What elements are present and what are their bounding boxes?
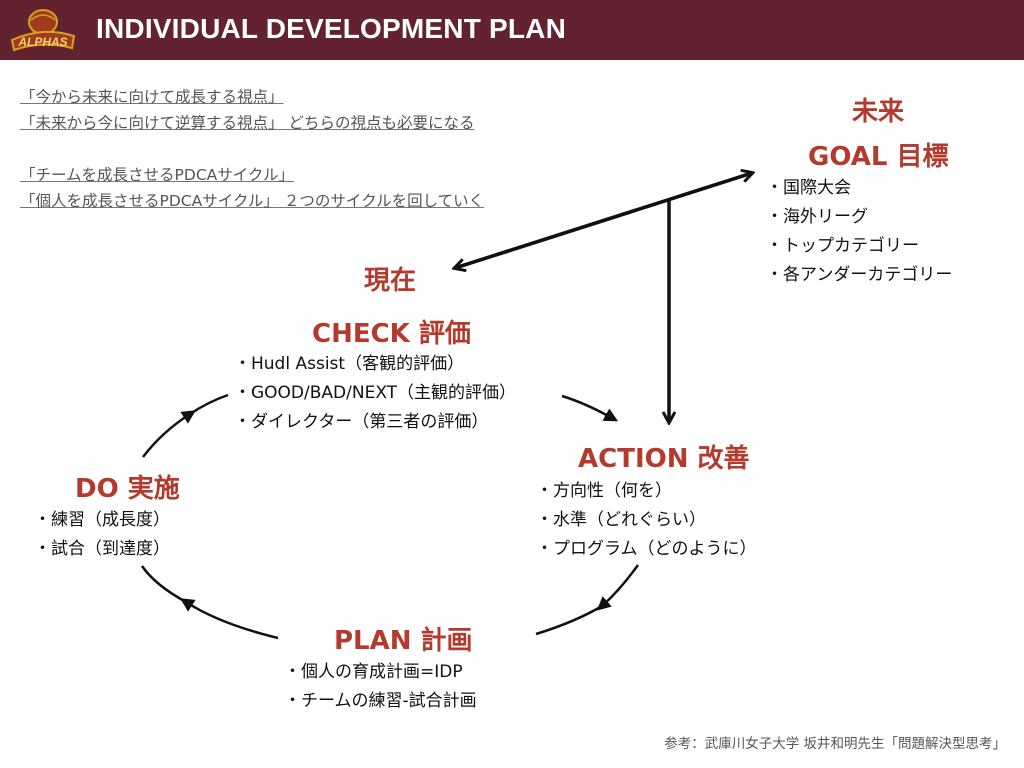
- page-title: INDIVIDUAL DEVELOPMENT PLAN: [96, 13, 567, 44]
- do-heading: DO 実施: [75, 474, 180, 504]
- goal-list: 国際大会 海外リーグ トップカテゴリー 各アンダーカテゴリー: [766, 174, 952, 290]
- do-list: 練習（成長度） 試合（到達度）: [34, 506, 170, 564]
- note-line-3: 「チームを成長させるPDCAサイクル」: [20, 166, 294, 184]
- cycle-arrow-plan-do-head: [180, 598, 279, 640]
- list-item: トップカテゴリー: [766, 232, 952, 261]
- cycle-arrow-plan-do-tail: [140, 565, 187, 604]
- list-item: 試合（到達度）: [34, 535, 170, 564]
- alphas-logo: ALPHAS: [10, 9, 76, 52]
- action-heading: ACTION 改善: [578, 444, 750, 474]
- list-item: プログラム（どのように）: [536, 535, 757, 564]
- notes-block: 「今から未来に向けて成長する視点」 「未来から今に向けて逆算する視点」 どちらの…: [20, 84, 484, 214]
- list-item: ダイレクター（第三者の評価）: [234, 408, 516, 437]
- list-item: 海外リーグ: [766, 203, 952, 232]
- list-item: Hudl Assist（客観的評価）: [234, 350, 516, 379]
- note-line-4: 「個人を成長させるPDCAサイクル」 ２つのサイクルを回していく: [20, 192, 485, 210]
- check-heading: CHECK 評価: [312, 319, 471, 349]
- header-bar: ALPHAS INDIVIDUAL DEVELOPMENT PLAN: [0, 0, 1024, 60]
- logo-text: ALPHAS: [17, 35, 67, 49]
- note-line-2: 「未来から今に向けて逆算する視点」 どちらの視点も必要になる: [20, 114, 475, 132]
- list-item: 練習（成長度）: [34, 506, 170, 535]
- list-item: チームの練習-試合計画: [284, 687, 477, 716]
- present-heading: 現在: [364, 266, 417, 296]
- cycle-arrow-do-check-tail: [189, 393, 229, 416]
- cycle-arrow-check-action: [561, 394, 619, 422]
- list-item: GOOD/BAD/NEXT（主観的評価）: [234, 379, 516, 408]
- action-list: 方向性（何を） 水準（どれぐらい） プログラム（どのように）: [536, 477, 757, 564]
- list-item: 個人の育成計画=IDP: [284, 658, 477, 687]
- goal-subheading: GOAL 目標: [808, 142, 949, 172]
- goal-heading: 未来: [852, 97, 905, 127]
- arrow-present-line: [455, 171, 753, 268]
- note-line-1: 「今から未来に向けて成長する視点」: [20, 88, 284, 106]
- reference-credit: 参考：武庫川女子大学 坂井和明先生「問題解決型思考」: [664, 736, 1006, 752]
- list-item: 国際大会: [766, 174, 952, 203]
- cycle-arrow-do-check-head: [142, 410, 196, 458]
- list-item: 水準（どれぐらい）: [536, 506, 757, 535]
- plan-heading: PLAN 計画: [334, 626, 473, 656]
- cycle-arrow-action-plan-tail: [535, 604, 603, 636]
- list-item: 方向性（何を）: [536, 477, 757, 506]
- check-list: Hudl Assist（客観的評価） GOOD/BAD/NEXT（主観的評価） …: [234, 350, 516, 437]
- plan-list: 個人の育成計画=IDP チームの練習-試合計画: [284, 658, 477, 716]
- cycle-arrow-action-plan-head: [596, 564, 640, 611]
- list-item: 各アンダーカテゴリー: [766, 261, 952, 290]
